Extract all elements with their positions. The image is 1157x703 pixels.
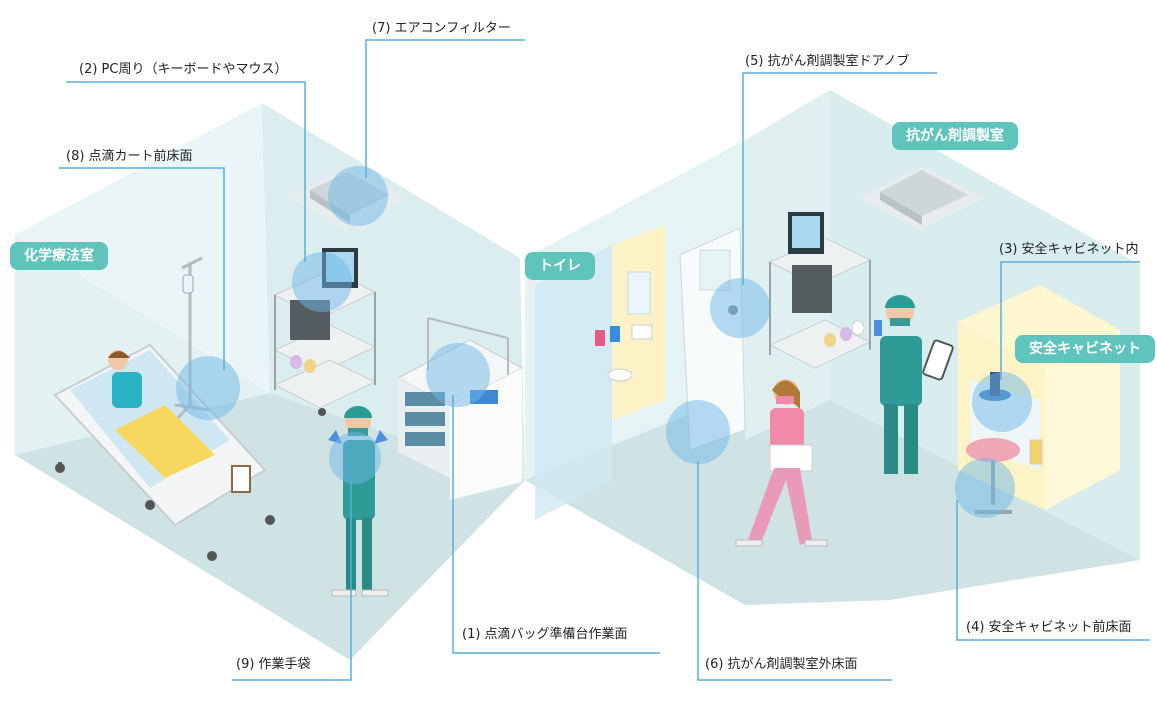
leader-1 <box>452 395 660 654</box>
leader-6 <box>697 462 892 681</box>
callout-4-cabinet-floor: (4) 安全キャビネット前床面 <box>966 620 1132 635</box>
walking-nurse-icon <box>735 379 828 547</box>
leader-2 <box>66 81 306 262</box>
hotspot-8-iv-cart-floor <box>176 356 240 420</box>
callout-5-door-knob: (5) 抗がん剤調製室ドアノブ <box>745 54 910 69</box>
leader-4 <box>956 500 1150 641</box>
hotspot-3-cabinet-inside <box>972 372 1032 432</box>
hotspot-6-outside-floor <box>666 400 730 464</box>
room-tag-prep-room: 抗がん剤調製室 <box>892 122 1018 150</box>
clipboard-icon <box>231 465 251 493</box>
hotspot-5-door-knob <box>710 278 770 338</box>
callout-6-outside-floor: (6) 抗がん剤調製室外床面 <box>705 657 858 672</box>
room-tag-toilet: トイレ <box>525 252 595 280</box>
prep-room-pc-cart-icon <box>768 212 872 369</box>
blanket <box>115 405 215 478</box>
hotspot-9-gloves <box>329 432 381 484</box>
patient-bed-icon <box>53 343 275 561</box>
callout-8-iv-cart-floor: (8) 点滴カート前床面 <box>66 149 193 164</box>
hotspots <box>176 166 1032 518</box>
callout-9-gloves: (9) 作業手袋 <box>236 657 311 672</box>
callout-3-cabinet-inside: (3) 安全キャビネット内 <box>999 242 1139 257</box>
leader-8 <box>59 167 225 370</box>
callout-7-air-filter: (7) エアコンフィルター <box>372 21 511 36</box>
callout-1-prep-table: (1) 点滴バッグ準備台作業面 <box>462 627 628 642</box>
glove-right-icon <box>374 430 388 444</box>
prep-room-air-conditioner-icon <box>860 166 985 230</box>
leader-5 <box>742 72 937 285</box>
patient-body <box>112 372 142 408</box>
leader-lines <box>59 39 1150 681</box>
hotspot-2-pc <box>292 252 352 312</box>
room-tag-chemo-room: 化学療法室 <box>10 242 108 270</box>
callout-2-pc: (2) PC周り（キーボードやマウス） <box>79 62 288 77</box>
toilet-area-icon <box>535 225 665 520</box>
hotspot-4-cabinet-floor <box>955 458 1015 518</box>
room-tag-safety-cabinet: 安全キャビネット <box>1015 335 1155 363</box>
hotspot-1-prep-table <box>426 343 490 407</box>
leader-9 <box>232 480 352 681</box>
hotspot-7-air-filter <box>328 166 388 226</box>
tablet-icon <box>922 339 954 381</box>
leader-3 <box>1000 261 1140 380</box>
pharmacist-icon <box>874 295 954 474</box>
leader-7 <box>365 39 525 178</box>
